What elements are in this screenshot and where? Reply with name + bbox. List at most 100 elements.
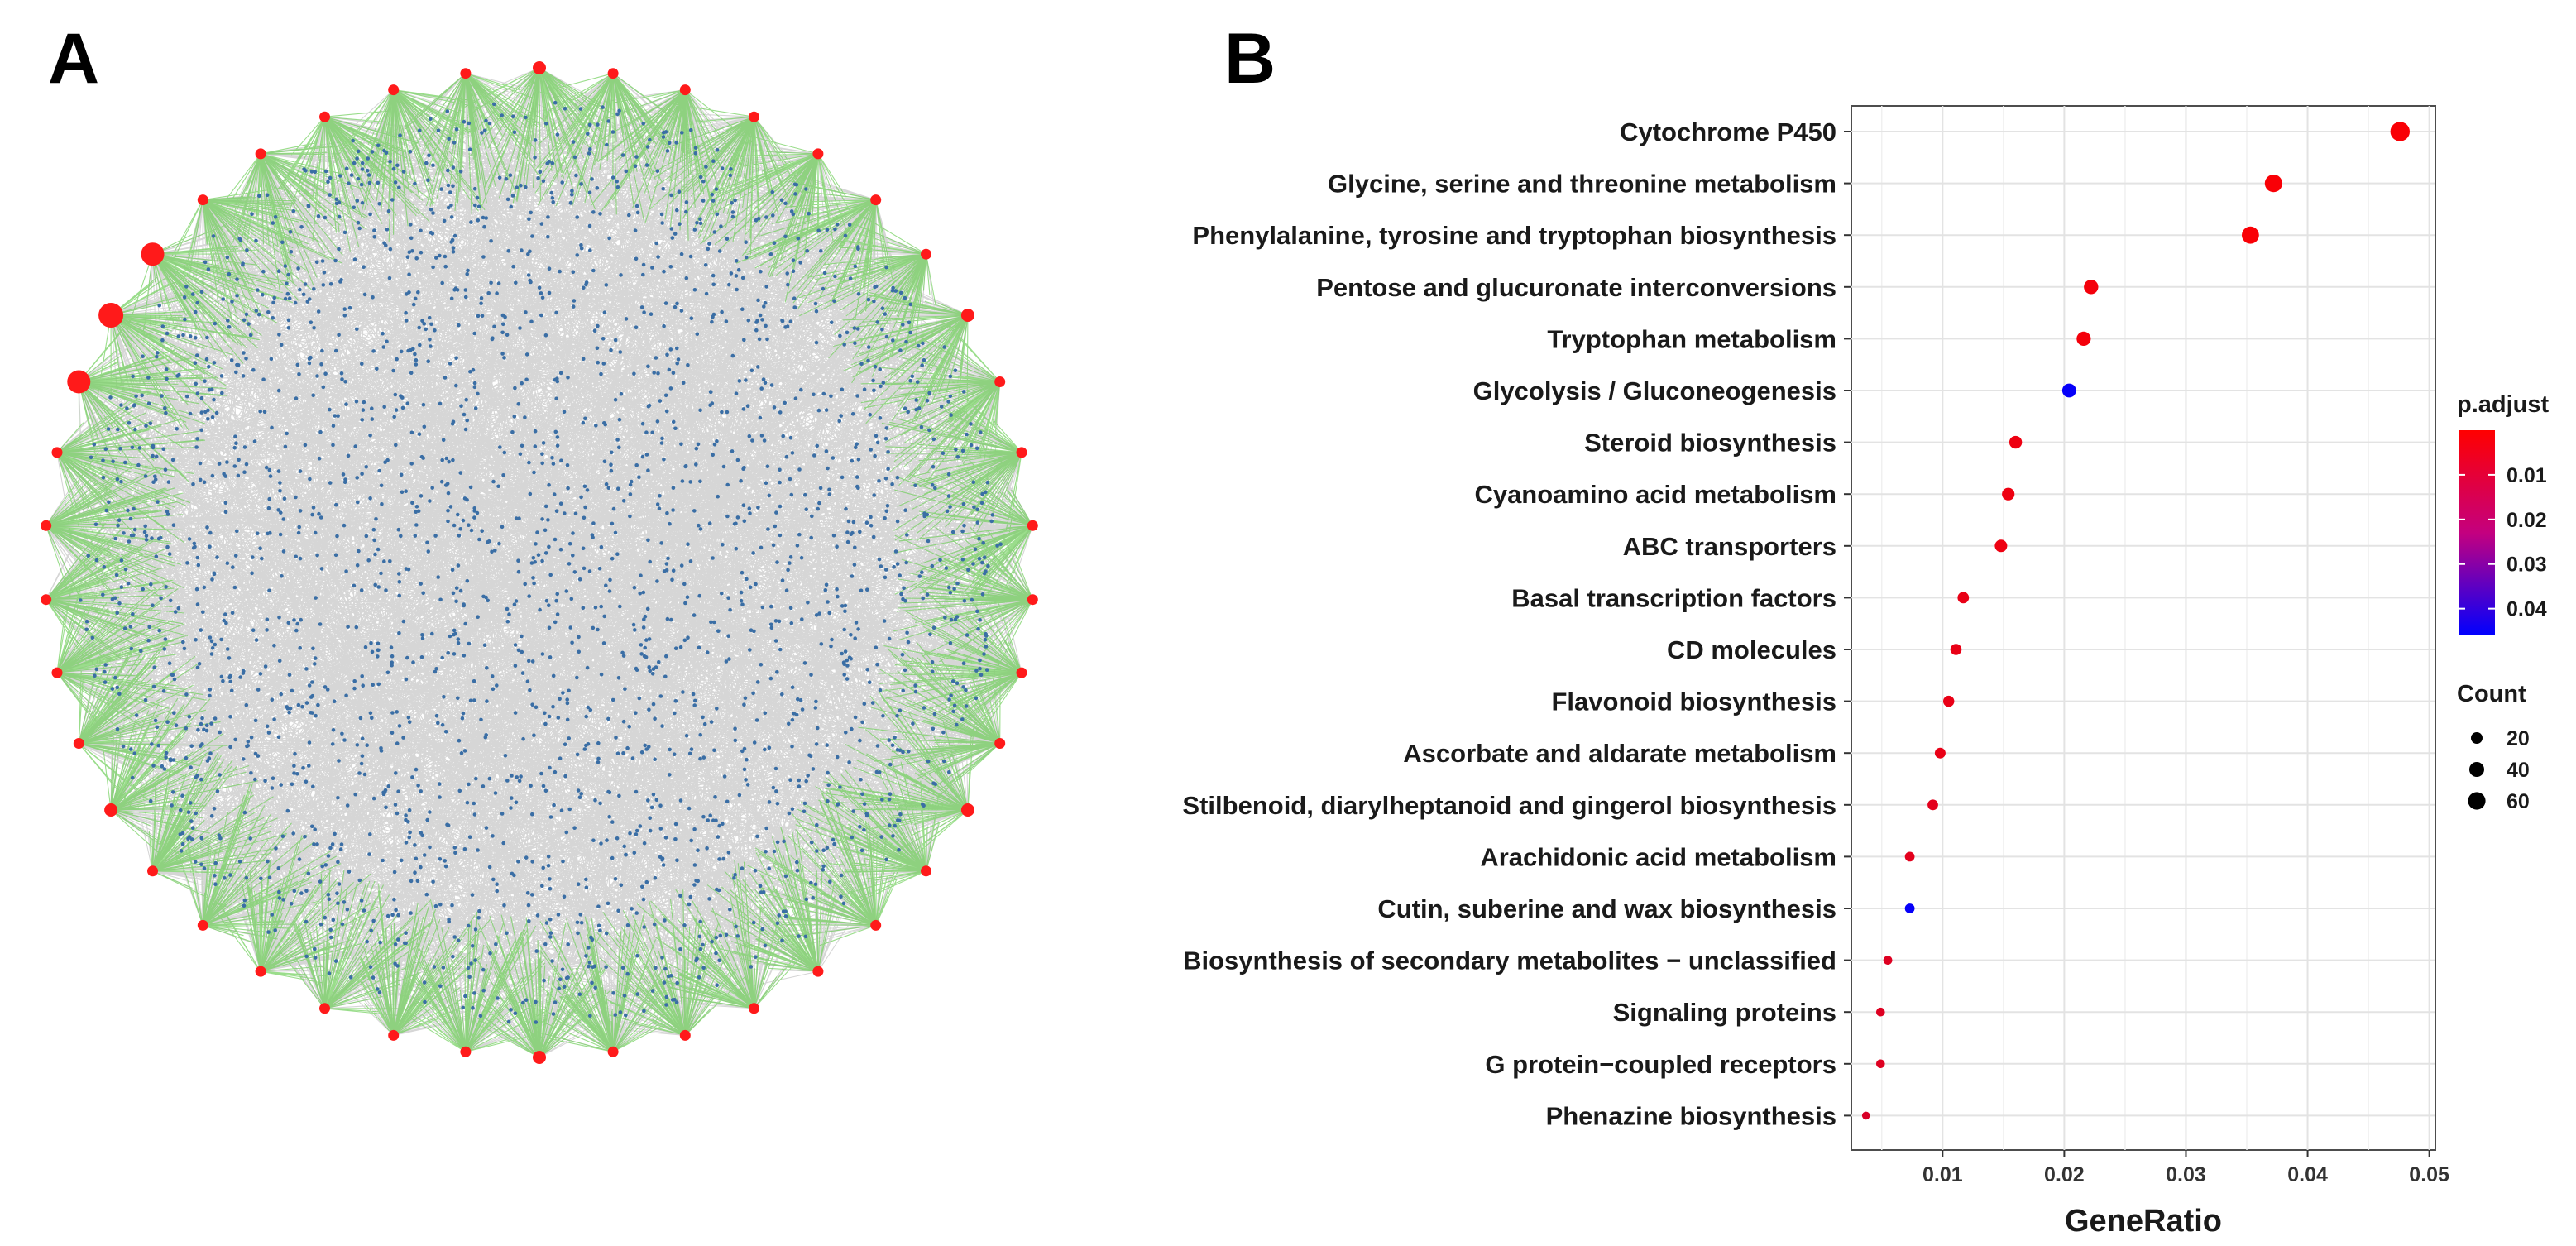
gene-node (805, 248, 809, 253)
gene-node (754, 218, 759, 223)
gene-node (539, 222, 544, 226)
gene-node (295, 621, 300, 626)
gene-node (425, 540, 429, 545)
gene-node (790, 451, 795, 455)
gene-node (675, 980, 679, 985)
gene-node (342, 738, 347, 742)
gene-node (409, 430, 414, 435)
gene-node (875, 662, 879, 667)
gene-node (472, 385, 477, 390)
gene-node (945, 509, 950, 514)
gene-node (374, 517, 378, 521)
gene-node (500, 525, 505, 530)
gene-node (473, 958, 477, 962)
gene-node (698, 221, 703, 226)
gene-node (456, 938, 461, 943)
gene-node (376, 641, 381, 646)
gene-node (707, 897, 711, 901)
gene-node (279, 343, 284, 347)
gene-node (323, 371, 328, 376)
gene-node (299, 225, 304, 229)
gene-node (331, 443, 335, 448)
gene-node (847, 760, 851, 764)
gene-node (552, 492, 557, 496)
gene-node (126, 508, 130, 513)
gene-node (220, 391, 224, 395)
gene-node (237, 859, 242, 864)
colorbar-tick-label: 0.03 (2507, 554, 2547, 577)
hub-node (533, 1051, 546, 1064)
gene-node (194, 811, 198, 816)
gene-node (547, 482, 551, 487)
gene-node (466, 966, 471, 970)
hub-node (197, 919, 208, 931)
gene-node (711, 273, 716, 278)
gene-node (745, 577, 749, 582)
gene-node (576, 931, 580, 936)
gene-node (472, 381, 477, 386)
gene-node (342, 230, 347, 235)
gene-node (524, 185, 528, 189)
gene-node (895, 562, 900, 566)
gene-node (344, 402, 348, 406)
gene-node (620, 966, 625, 970)
gene-node (500, 113, 504, 117)
x-axis-title: GeneRatio (2065, 1204, 2222, 1239)
gene-node (263, 664, 268, 669)
gene-node (777, 619, 782, 624)
gene-node (416, 509, 421, 514)
gene-node (502, 450, 507, 455)
count-legend-dot (2468, 792, 2486, 810)
gene-node (454, 586, 459, 590)
gene-node (603, 422, 607, 427)
gene-node (524, 310, 528, 314)
gene-node (487, 865, 492, 870)
gene-node (828, 879, 832, 884)
gene-node (838, 785, 842, 789)
gene-node (404, 677, 409, 682)
gene-node (339, 371, 344, 376)
gene-node (886, 450, 890, 454)
gene-node (862, 802, 867, 806)
gene-node (798, 698, 803, 702)
gene-node (550, 161, 555, 165)
gene-node (90, 635, 95, 640)
gene-node (315, 374, 319, 378)
gene-node (517, 516, 521, 520)
gene-node (695, 956, 699, 961)
gene-node (576, 788, 581, 793)
gene-node (623, 687, 627, 691)
gene-node (640, 421, 645, 426)
gene-node (734, 546, 739, 551)
gene-node (472, 515, 476, 520)
data-point (1876, 1007, 1885, 1017)
gene-node (551, 673, 556, 678)
count-legend-dot (2471, 732, 2483, 744)
gene-node (487, 539, 491, 544)
gene-node (892, 564, 896, 569)
gene-node (772, 241, 777, 246)
gene-node (188, 334, 193, 338)
gene-node (438, 597, 443, 602)
gene-node (286, 621, 291, 625)
gene-node (414, 362, 419, 367)
gene-node (451, 955, 455, 959)
gene-node (942, 345, 946, 349)
gene-node (508, 173, 513, 177)
gene-node (726, 634, 730, 638)
gene-node (662, 569, 667, 573)
gene-node (170, 803, 174, 808)
gene-node (225, 460, 229, 464)
gene-node (859, 588, 864, 593)
gene-node (318, 923, 323, 927)
gene-node (727, 657, 731, 661)
gene-node (874, 434, 879, 438)
gene-node (497, 175, 502, 180)
gene-node (168, 758, 173, 763)
gene-node (751, 691, 755, 696)
gene-node (533, 444, 538, 448)
gene-node (913, 689, 918, 694)
gene-node (732, 875, 736, 880)
gene-node (144, 424, 148, 429)
gene-node (733, 198, 737, 203)
